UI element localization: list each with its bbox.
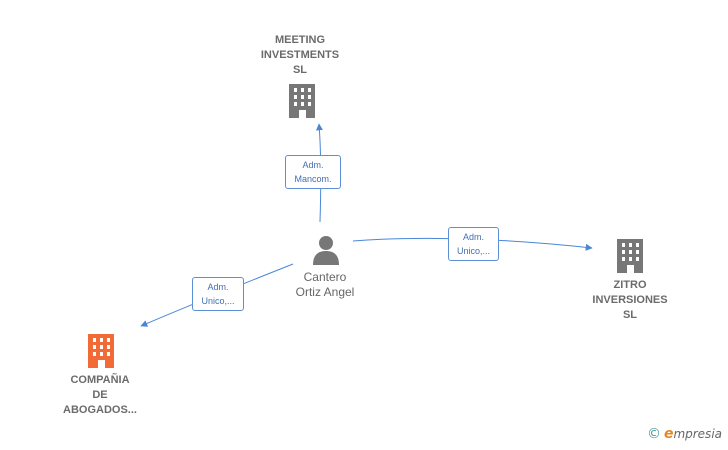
- brand-logo: ©empresia: [646, 426, 722, 442]
- company-label-compania[interactable]: COMPAÑIA DE ABOGADOS...: [63, 374, 137, 416]
- building-icon[interactable]: [615, 239, 647, 273]
- building-icon[interactable]: [86, 334, 118, 368]
- company-label-zitro[interactable]: ZITRO INVERSIONES SL: [592, 279, 668, 321]
- building-icon[interactable]: [287, 84, 319, 118]
- role-badge-compania[interactable]: Adm. Unico,...: [192, 277, 244, 311]
- role-badge-zitro[interactable]: Adm. Unico,...: [448, 227, 499, 261]
- copyright-icon: ©: [646, 426, 661, 442]
- person-label[interactable]: Cantero Ortiz Angel: [295, 270, 355, 299]
- role-badge-meeting[interactable]: Adm. Mancom.: [285, 155, 341, 189]
- company-label-meeting[interactable]: MEETING INVESTMENTS SL: [260, 34, 340, 76]
- person-icon[interactable]: [311, 235, 341, 265]
